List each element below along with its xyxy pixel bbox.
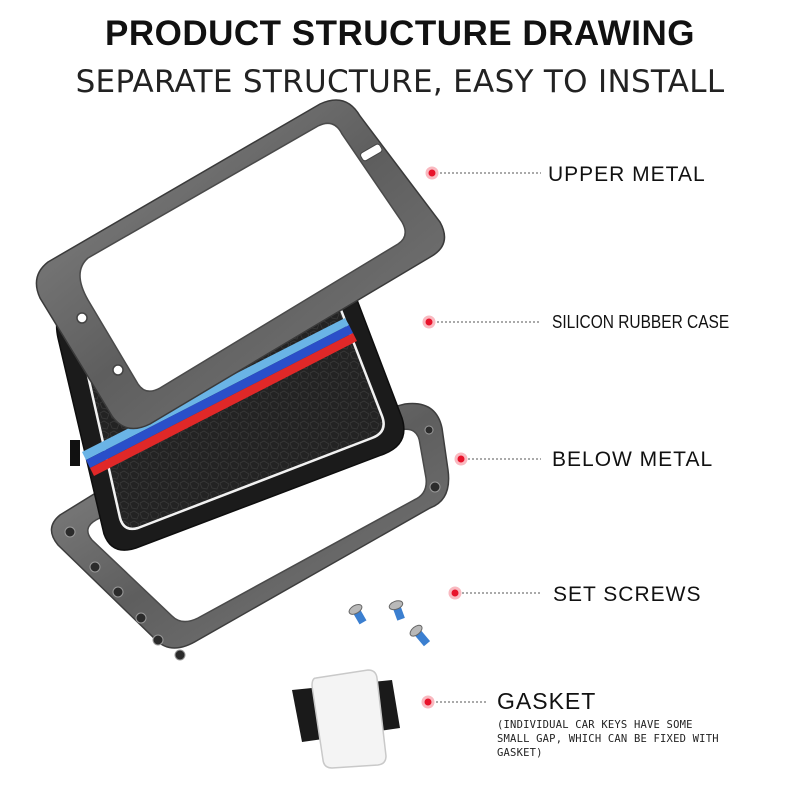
screw-hole xyxy=(65,527,75,537)
label-below-metal: BELOW METAL xyxy=(552,448,713,472)
gasket xyxy=(292,670,400,768)
gasket-note: (INDIVIDUAL CAR KEYS HAVE SOME SMALL GAP… xyxy=(497,718,727,760)
label-upper-metal: UPPER METAL xyxy=(548,163,706,187)
label-silicon-rubber-case: SILICON RUBBER CASE xyxy=(552,312,729,333)
label-gasket: GASKET xyxy=(497,688,596,715)
set-screws xyxy=(347,599,432,648)
label-set-screws: SET SCREWS xyxy=(553,583,701,607)
